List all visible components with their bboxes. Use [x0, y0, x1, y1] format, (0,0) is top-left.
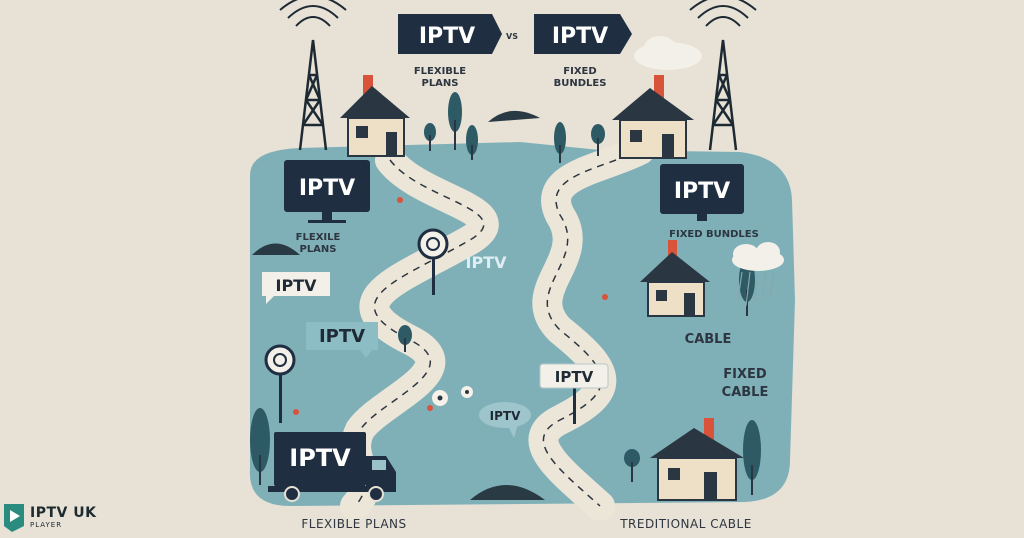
logo-subtitle: PLAYER	[30, 521, 63, 529]
radio-tower-right	[689, 0, 757, 151]
hill-left	[252, 243, 300, 255]
rain-cloud	[732, 242, 784, 307]
cable-label: CABLE	[685, 332, 732, 347]
bubble-center-text: IPTV	[490, 409, 521, 423]
footer-caption-right: TREDITIONAL CABLE	[619, 517, 752, 531]
right-caption-line-1: FIXED	[563, 66, 596, 77]
hill-center	[470, 485, 545, 500]
house-top-right	[612, 75, 694, 159]
right-caption-line-2: BUNDLES	[554, 78, 607, 89]
tv-right-top-text: IPTV	[674, 179, 730, 204]
house-bottom-right	[650, 418, 744, 501]
trees	[250, 92, 761, 495]
sign-left-text: IPTV	[419, 24, 475, 49]
tv-left-caption-2: PLANS	[299, 244, 336, 255]
road-sign-left-lower	[264, 344, 296, 423]
house-middle-right	[640, 240, 710, 317]
flowers	[293, 197, 608, 415]
left-caption-line-1: FLEXIBLE	[414, 66, 466, 77]
tv-left-top: IPTV	[284, 160, 370, 223]
tv-right-top: IPTV	[660, 164, 744, 221]
bubble-left-1-text: IPTV	[276, 276, 318, 295]
fixed-cable-line-2: CABLE	[722, 385, 769, 400]
sign-iptv-top-left: IPTV	[398, 14, 502, 54]
road-sign-left-upper	[417, 228, 449, 295]
logo-name: IPTV UK	[30, 505, 97, 521]
field-iptv-label: IPTV	[466, 253, 508, 272]
sign-iptv-top-right: IPTV	[534, 14, 632, 54]
house-top-left	[340, 75, 410, 157]
tv-left-caption-1: FLEXILE	[296, 232, 341, 243]
sign-right-text: IPTV	[552, 24, 608, 49]
bubble-center: IPTV	[479, 402, 531, 438]
tv-left-top-text: IPTV	[299, 176, 355, 201]
truck: IPTV	[268, 432, 396, 502]
road-right-lines	[542, 149, 641, 507]
footer-caption-left: FLEXIBLE PLANS	[301, 517, 406, 531]
radio-tower-left	[279, 0, 347, 151]
bubble-left-2-text: IPTV	[319, 326, 365, 347]
left-caption-line-2: PLANS	[421, 78, 458, 89]
bubble-left-1: IPTV	[262, 272, 330, 304]
sign-right-middle: IPTV	[539, 363, 609, 424]
fixed-cable-line-1: FIXED	[723, 367, 767, 382]
truck-text: IPTV	[289, 444, 351, 472]
cloud-top-right	[634, 36, 702, 70]
cloud-center	[488, 110, 540, 122]
vs-label: VS	[506, 32, 518, 41]
bubble-left-2: IPTV	[306, 322, 378, 358]
sign-right-middle-text: IPTV	[555, 368, 594, 386]
play-icon	[4, 504, 24, 532]
tv-right-caption: FIXED BUNDLES	[669, 229, 759, 240]
